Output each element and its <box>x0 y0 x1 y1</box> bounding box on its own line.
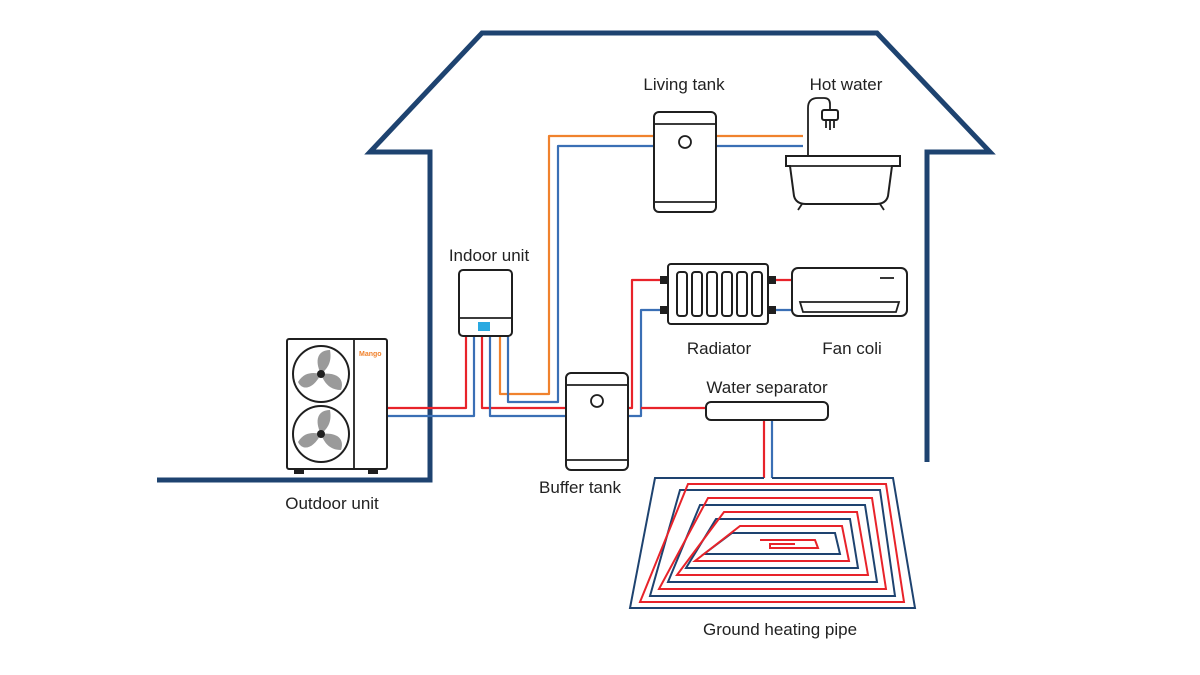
coil-return-loop <box>628 477 917 609</box>
label-outdoor-unit: Outdoor unit <box>285 494 379 513</box>
radiator <box>660 263 776 325</box>
radiator-valve <box>768 306 776 314</box>
living-tank <box>653 111 717 213</box>
label-living-tank: Living tank <box>643 75 725 94</box>
fan-coil-unit <box>791 267 908 317</box>
house-outline <box>157 30 996 483</box>
radiator-supply-pipe <box>628 278 662 410</box>
indoor-unit-display <box>478 322 490 331</box>
pipe-network <box>388 134 803 478</box>
shower-icon <box>807 97 831 156</box>
radiator-valve <box>768 276 776 284</box>
label-buffer-tank: Buffer tank <box>539 478 621 497</box>
shower-head <box>821 109 839 121</box>
fan-coil-body <box>791 267 908 317</box>
supply-pipe-outdoor <box>388 336 468 410</box>
living-tank-body <box>653 111 717 213</box>
radiator-valve <box>660 276 668 284</box>
label-indoor-unit: Indoor unit <box>449 246 530 265</box>
bathtub-icon <box>785 155 901 205</box>
water-separator <box>705 401 829 421</box>
return-pipe-outdoor <box>388 336 476 418</box>
radiator-return-pipe <box>628 308 662 418</box>
indoor-unit <box>458 269 513 337</box>
dhw-return-pipe <box>506 144 654 404</box>
label-ground-heating-pipe: Ground heating pipe <box>703 620 857 639</box>
label-hot-water: Hot water <box>810 75 883 94</box>
fan-icon <box>292 405 350 463</box>
label-radiator: Radiator <box>687 339 752 358</box>
buffer-tank-gauge <box>590 394 604 408</box>
dhw-supply-pipe <box>498 134 654 396</box>
buffer-tank <box>565 372 629 471</box>
radiator-valve <box>660 306 668 314</box>
label-fan-coil: Fan coli <box>822 339 882 358</box>
label-water-separator: Water separator <box>706 378 828 397</box>
outdoor-unit-foot-right <box>368 469 378 474</box>
fan-icon <box>292 345 350 403</box>
buffer-tank-body <box>565 372 629 471</box>
outdoor-unit-logo: Mango <box>359 351 382 358</box>
coil-supply-loop <box>638 483 906 603</box>
hot-water-fixture <box>785 97 901 211</box>
indoor-unit-body <box>458 269 513 337</box>
floor-heating-coil <box>628 477 917 609</box>
buffer-return-pipe <box>488 336 566 418</box>
living-tank-gauge <box>678 135 692 149</box>
outdoor-unit: Mango <box>286 338 388 474</box>
outdoor-unit-foot-left <box>294 469 304 474</box>
buffer-supply-pipe <box>480 336 566 410</box>
